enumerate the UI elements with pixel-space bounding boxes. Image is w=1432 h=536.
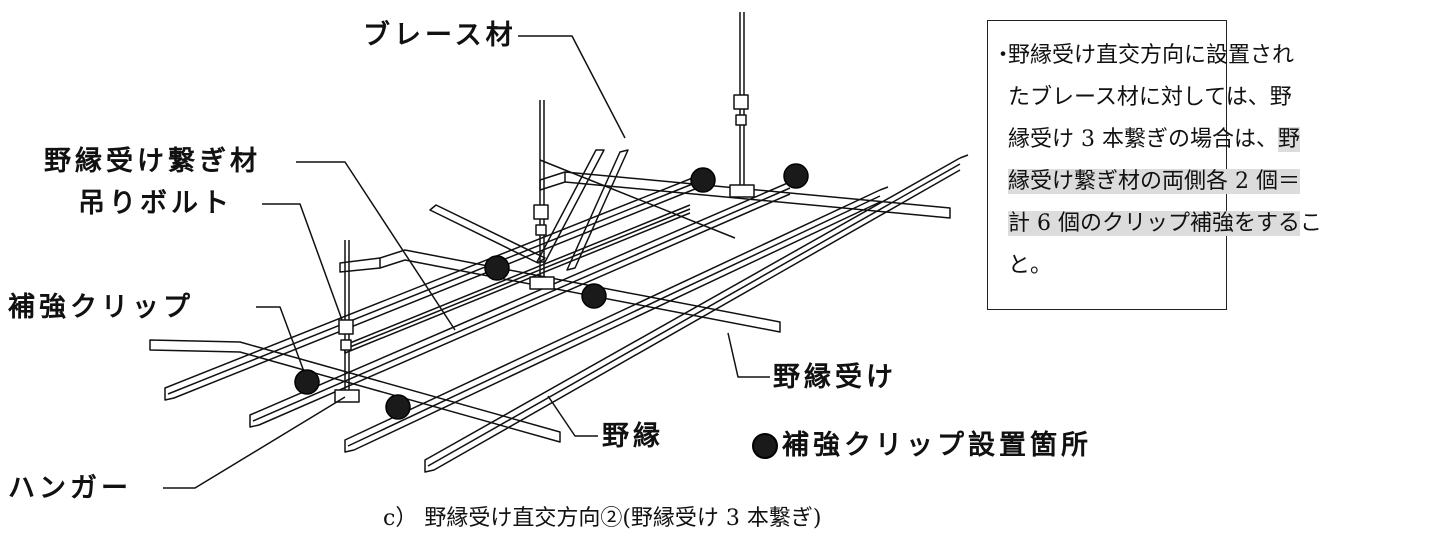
hanging-bolt-2 bbox=[529, 100, 555, 290]
hanging-bolt-3 bbox=[334, 240, 360, 403]
note-line-6: と。 bbox=[988, 245, 1216, 287]
legend: 補強クリップ設置箇所 bbox=[752, 432, 1092, 459]
clip-marker bbox=[484, 255, 510, 281]
clip-marker bbox=[294, 369, 320, 395]
figure-caption: c） 野縁受け直交方向②(野縁受け 3 本繋ぎ) bbox=[383, 506, 822, 531]
nobuchi-channel-3 bbox=[344, 186, 889, 453]
leader-hanger bbox=[163, 396, 346, 489]
note-text: 縁受け 3 本繋ぎの場合は、 bbox=[1008, 127, 1278, 152]
note-highlight: 縁受け繋ぎ材の両側各 2 個＝ bbox=[1008, 169, 1300, 194]
note-line-4: 縁受け繋ぎ材の両側各 2 個＝ bbox=[988, 161, 1300, 203]
note-highlight: 野 bbox=[1277, 127, 1300, 152]
label-joint-member: 野縁受け繋ぎ材 bbox=[44, 146, 261, 177]
legend-text: 補強クリップ設置箇所 bbox=[782, 430, 1092, 461]
leader-clip bbox=[256, 306, 307, 378]
leader-bolt bbox=[262, 203, 343, 321]
nobuchi-uke-2 bbox=[339, 249, 781, 333]
note-text: 野縁受け直交方向に設置され bbox=[1008, 43, 1295, 68]
clip-marker bbox=[690, 167, 716, 193]
hanging-bolt-1 bbox=[729, 12, 755, 198]
brace-members bbox=[429, 149, 736, 271]
label-nobuchi: 野縁 bbox=[602, 421, 664, 452]
note-box: ・野縁受け直交方向に設置され たブレース材に対しては、野 縁受け 3 本繋ぎの場… bbox=[987, 20, 1322, 310]
clip-marker-icon bbox=[752, 432, 778, 459]
note-text: たブレース材に対しては、野 bbox=[1008, 85, 1292, 110]
note-line-1: ・野縁受け直交方向に設置され bbox=[988, 35, 1294, 77]
label-nobuchi-uke: 野縁受け bbox=[773, 362, 897, 393]
clip-marker bbox=[581, 283, 607, 309]
leader-nobuchi bbox=[547, 395, 598, 437]
leader-joint bbox=[296, 161, 456, 331]
note-line-3: 縁受け 3 本繋ぎの場合は、野 bbox=[988, 119, 1300, 161]
label-brace: ブレース材 bbox=[363, 20, 517, 51]
nobuchi-channel-1 bbox=[164, 171, 709, 401]
clip-marker bbox=[385, 394, 411, 420]
label-hanging-bolt: 吊りボルト bbox=[78, 188, 233, 219]
note-text: こ bbox=[1299, 211, 1322, 236]
bullet-icon: ・ bbox=[992, 43, 1015, 68]
leader-nobuchi-uke bbox=[727, 332, 770, 378]
label-hanger: ハンガー bbox=[8, 473, 132, 504]
note-line-5: 計 6 個のクリップ補強をするこ bbox=[988, 203, 1322, 245]
leader-brace bbox=[518, 35, 626, 139]
note-line-2: たブレース材に対しては、野 bbox=[988, 77, 1292, 119]
note-text: と。 bbox=[1008, 253, 1053, 278]
joint-member bbox=[344, 204, 691, 354]
label-reinforcing-clip: 補強クリップ bbox=[8, 292, 194, 323]
note-highlight: 計 6 個のクリップ補強をする bbox=[1008, 211, 1300, 236]
clip-marker bbox=[783, 163, 809, 189]
nobuchi-uke-3 bbox=[149, 339, 561, 443]
